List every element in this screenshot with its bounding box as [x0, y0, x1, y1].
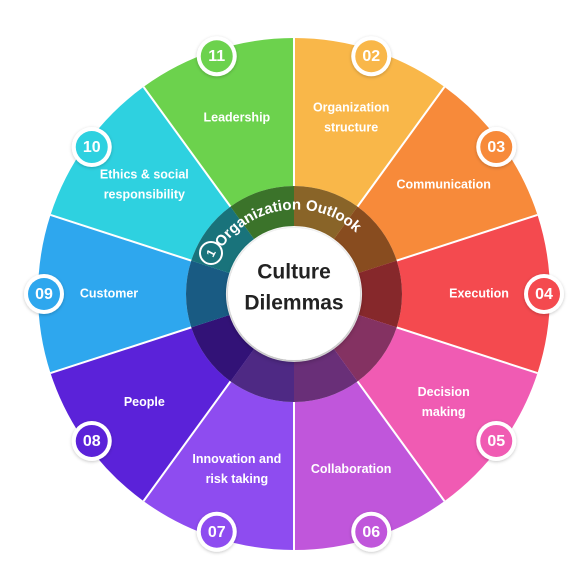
- number-badge-fill: [200, 515, 233, 548]
- segment-label-08: People: [124, 395, 165, 409]
- number-badge-06: 06: [351, 511, 392, 552]
- number-badge-text: 07: [208, 524, 226, 541]
- segment-label-06: Collaboration: [311, 462, 392, 476]
- number-badge-07: 07: [196, 511, 237, 552]
- number-badge-text: 04: [535, 286, 553, 303]
- segment-labels-layer: Organization structureCommunicationExecut…: [80, 100, 509, 486]
- inner-ring-segment-06: [294, 349, 358, 402]
- segment-label-05: Decision: [418, 385, 470, 399]
- number-badge-text: 02: [362, 48, 380, 65]
- number-badges-layer: 02 03 04 05 06 07 08 09 10 11: [24, 36, 564, 552]
- number-badge-04: 04: [524, 274, 564, 314]
- segment-08: [50, 327, 231, 502]
- number-badge-text: 06: [362, 524, 380, 541]
- number-badge-11: 11: [196, 36, 237, 77]
- segment-label-03: Communication: [396, 178, 490, 192]
- inner-ring-segment-09: [185, 260, 230, 328]
- segment-label-11: Leadership: [203, 110, 270, 124]
- segment-02: [294, 38, 445, 207]
- inner-ring-shade-10: [191, 206, 255, 273]
- segment-09: [38, 214, 192, 374]
- number-badge-02: 02: [351, 36, 392, 77]
- inner-ring-shade-03: [333, 206, 397, 273]
- segment-11: [143, 38, 294, 207]
- number-badge-text: 08: [83, 433, 101, 450]
- segment-03: [357, 86, 538, 261]
- segment-06: [294, 381, 445, 550]
- inner-ring-segment-03: [333, 206, 397, 273]
- number-badge-fill: [355, 515, 388, 548]
- inner-ring-shade-11: [230, 186, 294, 239]
- segment-label-02: Organization: [313, 100, 389, 114]
- segment-label-05: making: [422, 405, 466, 419]
- number-badge-03: 03: [476, 127, 517, 168]
- inner-ring-shade-04: [358, 260, 402, 328]
- center-title-line-2: Dilemmas: [244, 292, 343, 315]
- number-badge-08: 08: [71, 420, 112, 461]
- ring-number-badge: [199, 241, 223, 265]
- segment-label-02: structure: [324, 120, 378, 134]
- number-badge-text: 11: [208, 48, 225, 65]
- number-badge-text: 05: [487, 433, 505, 450]
- inner-ring-shade-09: [185, 260, 230, 328]
- segment-07: [143, 381, 294, 550]
- inner-ring-segment-11: [230, 186, 294, 239]
- inner-ring-shade-06: [294, 349, 358, 402]
- inner-ring-segment-02: [294, 186, 358, 239]
- number-badge-fill: [355, 40, 388, 73]
- segment-label-04: Execution: [449, 286, 509, 300]
- inner-ring-segment-04: [358, 260, 402, 328]
- number-badge-text: 10: [83, 139, 101, 156]
- center-hub: Culture Dilemmas: [228, 228, 360, 360]
- number-badge-fill: [75, 424, 108, 457]
- number-badge-fill: [480, 131, 513, 164]
- inner-ring-shade-07: [230, 349, 294, 402]
- number-badge-fill: [528, 278, 560, 310]
- segment-05: [357, 327, 538, 502]
- number-badge-fill: [480, 424, 513, 457]
- number-badge-05: 05: [476, 420, 517, 461]
- segment-04: [396, 214, 550, 374]
- inner-ring-segment-10: [191, 206, 255, 273]
- segment-label-10: responsibility: [104, 188, 185, 202]
- number-badge-fill: [75, 131, 108, 164]
- inner-ring-segment-08: [191, 315, 255, 382]
- segment-label-07: Innovation and: [192, 452, 281, 466]
- center-circle: [228, 228, 360, 360]
- number-badge-text: 03: [487, 139, 505, 156]
- segment-label-07: risk taking: [206, 472, 269, 486]
- number-badge-10: 10: [71, 127, 112, 168]
- segment-10: [50, 86, 231, 261]
- center-title-line-1: Culture: [257, 261, 331, 284]
- segment-label-10: Ethics & social: [100, 168, 189, 182]
- segment-label-09: Customer: [80, 286, 138, 300]
- number-badge-fill: [200, 40, 233, 73]
- inner-ring-shade-08: [191, 315, 255, 382]
- inner-ring-segment-07: [230, 349, 294, 402]
- inner-ring-shade-05: [333, 315, 397, 382]
- number-badge-09: 09: [24, 274, 64, 314]
- segments-layer: [38, 38, 550, 550]
- inner-ring-shade-02: [294, 186, 358, 239]
- number-badge-text: 09: [35, 286, 53, 303]
- inner-ring-segment-05: [333, 315, 397, 382]
- number-badge-fill: [28, 278, 60, 310]
- inner-ring: [185, 186, 402, 402]
